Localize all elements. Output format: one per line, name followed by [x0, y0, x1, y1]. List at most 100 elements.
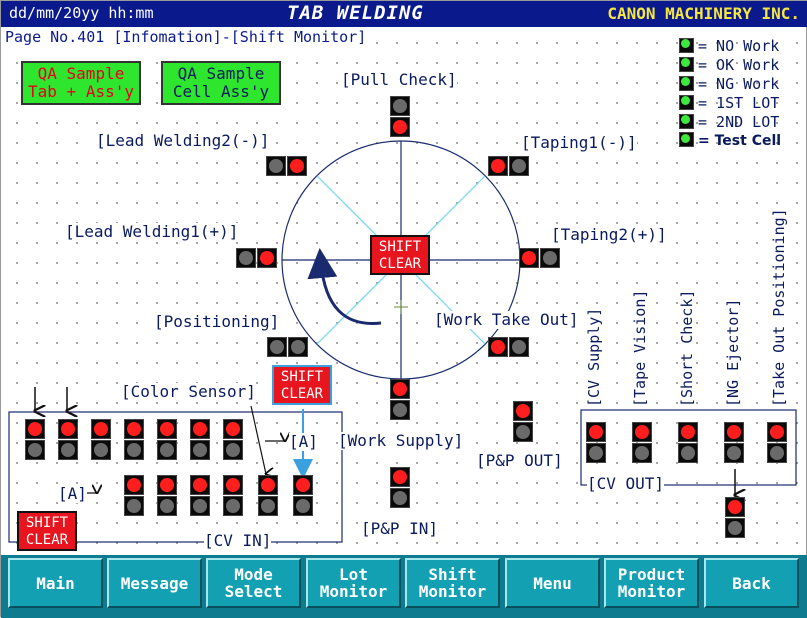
- cv-in-lamp: [223, 496, 243, 516]
- qa-sample-cell-line2: Cell Ass'y: [172, 82, 270, 101]
- mode-select-button[interactable]: Mode Select: [206, 558, 301, 608]
- cv-out-lamp: [586, 422, 606, 442]
- legend-label: = NO Work: [698, 37, 780, 55]
- cv-out-lamp: [678, 422, 698, 442]
- cv-in-lamp: [157, 475, 177, 495]
- cv-out-lamp: [724, 443, 744, 463]
- work-supply-lamp-bottom: [390, 400, 410, 420]
- shift-clear-line2: CLEAR: [280, 386, 324, 402]
- positioning-lamp-1: [267, 337, 287, 357]
- legend-row-ok-work: = OK Work: [679, 56, 779, 74]
- cv-in-lamp: [124, 496, 144, 516]
- shift-clear-cv-in-button[interactable]: SHIFT CLEAR: [17, 511, 77, 551]
- lot-monitor-button[interactable]: Lot Monitor: [306, 558, 401, 608]
- pp-out-lamp-top: [513, 401, 533, 421]
- pull-check-lamp-bottom: [390, 117, 410, 137]
- legend-lamp-icon: [679, 95, 694, 110]
- legend-lamp-icon: [679, 114, 694, 129]
- qa-sample-tab-line1: QA Sample: [37, 64, 125, 83]
- pull-check-lamp-top: [390, 96, 410, 116]
- label-positioning: [Positioning]: [154, 312, 280, 331]
- cv-out-lamp: [724, 422, 744, 442]
- cv-in-lamp: [25, 440, 45, 460]
- taping2-lamp-2: [540, 248, 560, 268]
- legend-lamp-icon: [679, 76, 694, 91]
- main-button[interactable]: Main: [8, 558, 103, 608]
- taping2-lamp-1: [519, 248, 539, 268]
- cv-out-lamp: [767, 443, 787, 463]
- cv-in-lamp: [190, 440, 210, 460]
- cv-in-lamp: [157, 419, 177, 439]
- company-name: CANON MACHINERY INC.: [607, 4, 800, 23]
- legend-label: = Test Cell: [698, 133, 782, 149]
- legend-row-2nd-lot: = 2ND LOT: [679, 113, 779, 131]
- label-ng-ejector: [NG Ejector]: [724, 298, 742, 407]
- page-title: Page No.401 [Infomation]-[Shift Monitor]: [5, 28, 367, 46]
- product-monitor-button[interactable]: Product Monitor: [604, 558, 699, 608]
- label-taping1: [Taping1(-)]: [521, 133, 637, 152]
- cv-in-frame: [8, 411, 343, 543]
- cv-in-lamp: [293, 475, 313, 495]
- pp-out-lamp-bottom: [513, 422, 533, 442]
- work-supply-lamp-top: [390, 379, 410, 399]
- legend-row-no-work: = NO Work: [679, 37, 779, 55]
- qa-sample-cell-line1: QA Sample: [177, 64, 265, 83]
- cv-in-lamp: [157, 496, 177, 516]
- label-lead-welding1: [Lead Welding1(+)]: [65, 222, 239, 241]
- label-work-take-out: [Work Take Out]: [434, 310, 579, 329]
- label-tape-vision: [Tape Vision]: [631, 289, 649, 407]
- work-take-out-lamp-1: [488, 337, 508, 357]
- work-take-out-lamp-2: [509, 337, 529, 357]
- cv-out-lamp: [767, 422, 787, 442]
- lead-welding2-lamp-2: [287, 156, 307, 176]
- shift-clear-line1: SHIFT: [25, 515, 69, 531]
- lead-welding2-lamp-1: [266, 156, 286, 176]
- label-pull-check: [Pull Check]: [341, 70, 457, 89]
- label-cv-supply: [CV Supply]: [585, 307, 603, 407]
- label-cv-in: [CV IN]: [204, 531, 272, 550]
- legend-label: = OK Work: [698, 56, 780, 74]
- shift-clear-index-button[interactable]: SHIFT CLEAR: [370, 235, 430, 275]
- shift-clear-line1: SHIFT: [378, 239, 422, 255]
- pp-in-lamp-bottom: [390, 488, 410, 508]
- lead-welding1-lamp-2: [257, 248, 277, 268]
- legend-label: = 2ND LOT: [698, 113, 780, 131]
- taping1-lamp-1: [488, 156, 508, 176]
- cv-in-lamp: [58, 440, 78, 460]
- shift-clear-color-sensor-button[interactable]: SHIFT CLEAR: [272, 365, 332, 405]
- legend-lamp-icon: [679, 132, 694, 147]
- cv-in-lamp: [91, 440, 111, 460]
- ng-reject-lamp-top: [725, 497, 745, 517]
- cv-in-lamp: [223, 475, 243, 495]
- shift-clear-line2: CLEAR: [25, 532, 69, 548]
- legend-lamp-icon: [679, 57, 694, 72]
- label-pp-in: [P&P IN]: [361, 519, 439, 538]
- label-pp-out: [P&P OUT]: [476, 451, 563, 470]
- pp-in-lamp-top: [390, 467, 410, 487]
- cv-in-lamp: [124, 419, 144, 439]
- label-lead-welding2: [Lead Welding2(-)]: [96, 131, 270, 150]
- label-color-sensor: [Color Sensor]: [121, 382, 256, 401]
- menu-button[interactable]: Menu: [505, 558, 600, 608]
- cv-in-lamp: [58, 419, 78, 439]
- label-a-left: [A]: [58, 484, 87, 503]
- cv-out-frame: [580, 409, 797, 486]
- cv-in-lamp: [124, 475, 144, 495]
- qa-sample-tab-button[interactable]: QA Sample Tab + Ass'y: [21, 61, 141, 105]
- cv-out-lamp: [632, 443, 652, 463]
- cv-in-lamp: [293, 496, 313, 516]
- cv-in-lamp: [223, 419, 243, 439]
- title-bar: dd/mm/20yy hh:mm TAB WELDING CANON MACHI…: [1, 1, 807, 27]
- taping1-lamp-2: [509, 156, 529, 176]
- rotation-arrow-icon: [307, 248, 382, 325]
- legend-label: = NG Work: [698, 75, 780, 93]
- legend-row-1st-lot: = 1ST LOT: [679, 94, 779, 112]
- cv-in-lamp: [124, 440, 144, 460]
- datetime: dd/mm/20yy hh:mm: [9, 4, 154, 22]
- legend-label: = 1ST LOT: [698, 94, 780, 112]
- message-button[interactable]: Message: [107, 558, 202, 608]
- back-button[interactable]: Back: [704, 558, 799, 608]
- shift-monitor-button[interactable]: Shift Monitor: [405, 558, 500, 608]
- cv-out-lamp: [678, 443, 698, 463]
- qa-sample-cell-button[interactable]: QA Sample Cell Ass'y: [161, 61, 281, 105]
